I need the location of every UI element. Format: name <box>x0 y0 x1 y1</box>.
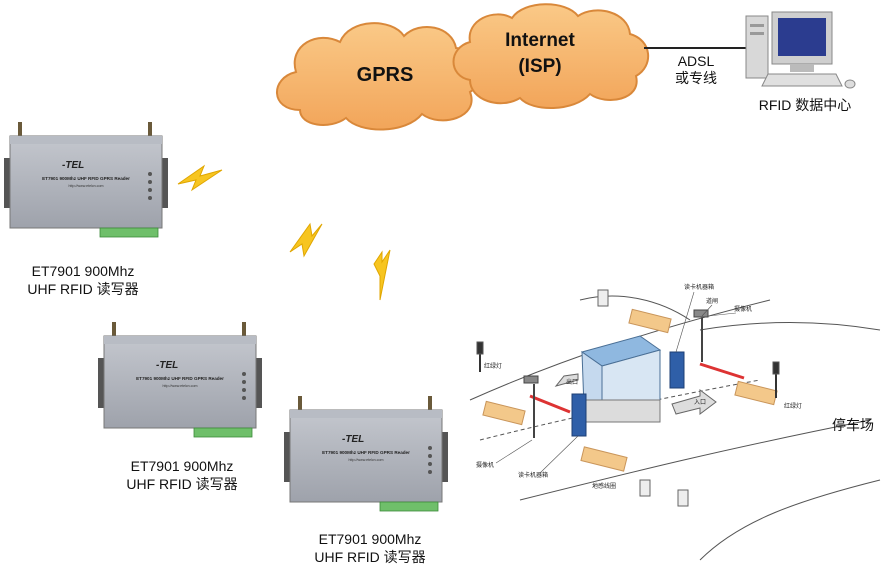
parking-title: 停车场 <box>832 417 874 433</box>
parking-label: 红绿灯 <box>784 402 802 410</box>
parking-lot-illustration <box>469 289 881 561</box>
reader-label-2-line1: ET7901 900Mhz <box>130 458 234 474</box>
leased-line-label: 或专线 <box>675 70 717 86</box>
internet-label: Internet <box>505 30 575 51</box>
reader-model: ET7901 900Mhz UHF RFID GPRS Reader <box>42 176 130 181</box>
reader-url: http://www.etelcn.com <box>69 184 104 188</box>
rfid-reader-device-2: -TEL ET7901 900Mhz UHF RFID GPRS Reader … <box>97 321 263 438</box>
reader-url: http://www.etelcn.com <box>349 458 384 462</box>
gprs-cloud <box>276 22 483 131</box>
parking-label: 地感线圈 <box>592 482 616 490</box>
lightning-icon <box>177 164 223 192</box>
parking-label: 出口 <box>566 378 578 386</box>
reader-brand: -TEL <box>342 434 364 445</box>
parking-label: 摄像机 <box>734 305 752 313</box>
computer-icon <box>745 11 856 89</box>
datacenter-label: RFID 数据中心 <box>758 97 852 113</box>
reader-model: ET7901 900Mhz UHF RFID GPRS Reader <box>322 450 410 455</box>
rfid-reader-device-1: -TEL ET7901 900Mhz UHF RFID GPRS Reader … <box>3 121 169 238</box>
parking-label: 摄像机 <box>476 461 494 469</box>
reader-model: ET7901 900Mhz UHF RFID GPRS Reader <box>136 376 224 381</box>
reader-label-1-line2: UHF RFID 读写器 <box>27 281 139 297</box>
internet-cloud <box>452 3 650 109</box>
parking-label: 入口 <box>694 399 706 406</box>
parking-label: 红绿灯 <box>484 362 502 370</box>
reader-label-3-line2: UHF RFID 读写器 <box>314 549 426 565</box>
reader-label-3-line1: ET7901 900Mhz <box>318 531 422 547</box>
reader-brand: -TEL <box>156 360 178 371</box>
adsl-label: ADSL <box>677 53 715 69</box>
reader-label-2-line2: UHF RFID 读写器 <box>126 476 238 492</box>
gprs-label: GPRS <box>356 64 414 86</box>
reader-label-1-line1: ET7901 900Mhz <box>31 263 135 279</box>
lightning-icon <box>373 249 391 301</box>
parking-label: 读卡机器箱 <box>684 283 714 291</box>
lightning-icon <box>289 222 323 258</box>
reader-brand: -TEL <box>62 160 84 171</box>
rfid-reader-device-3: -TEL ET7901 900Mhz UHF RFID GPRS Reader … <box>283 395 449 512</box>
reader-url: http://www.etelcn.com <box>163 384 198 388</box>
parking-label: 道闸 <box>706 297 718 305</box>
parking-label: 读卡机器箱 <box>518 471 548 479</box>
isp-label: (ISP) <box>518 56 562 77</box>
